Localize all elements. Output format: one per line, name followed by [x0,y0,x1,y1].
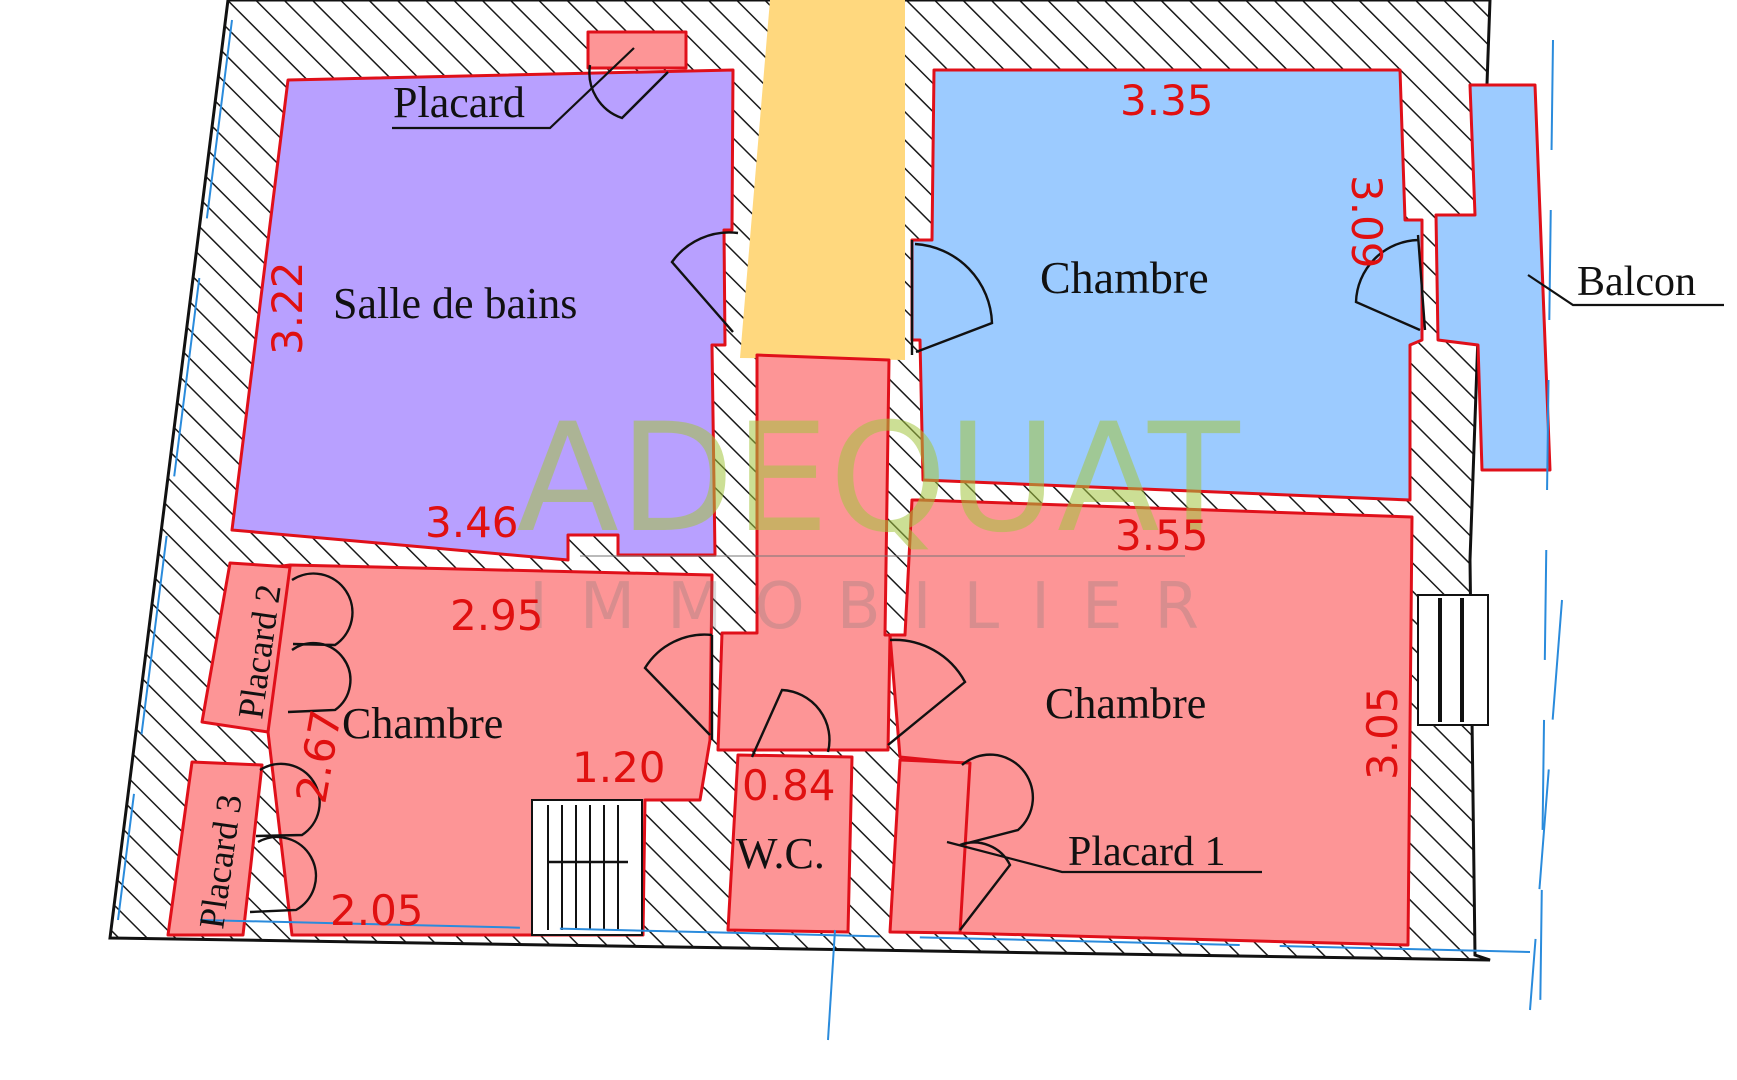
label-chambre-bottom-right: Chambre [1045,679,1206,728]
dim-blue-width: 3.35 [1120,76,1214,125]
dim-bath-height: 3.22 [263,261,312,355]
dim-red-left-inner: 1.20 [572,743,666,792]
label-placard-1: Placard 1 [1068,829,1225,875]
label-chambre-bottom-left: Chambre [342,699,503,748]
room-placard-1 [888,758,972,935]
corridor-yellow [740,0,905,360]
room-placard-3 [166,760,264,937]
label-placard-top: Placard [393,78,525,127]
label-salle-de-bains: Salle de bains [333,279,577,328]
dim-bath-width: 3.46 [425,498,519,547]
label-balcon: Balcon [1577,259,1696,305]
dim-red-left-width: 2.95 [450,591,544,640]
dim-wc-width: 0.84 [742,761,836,810]
placard-top-box [586,30,688,70]
watermark-brand: ADEQUAT [516,392,1241,566]
dim-blue-height: 3.09 [1342,175,1391,269]
corridor-red [716,353,892,752]
door-swings [249,64,1427,931]
guide-lines [117,19,1563,1041]
leader-lines [392,47,1724,874]
room-placard-2 [200,561,292,734]
window-right [1417,594,1489,726]
watermark-subtitle: IMMOBILIER [529,570,1231,644]
dim-red-left-bottom: 2.05 [330,886,424,935]
label-wc: W.C. [736,829,825,878]
dim-red-right-height: 3.05 [1358,686,1407,780]
room-balcon [1434,83,1552,472]
staircase [531,799,643,936]
label-chambre-top-right: Chambre [1040,252,1209,303]
room-wc [726,753,854,934]
dim-red-right-width: 3.55 [1115,511,1209,560]
